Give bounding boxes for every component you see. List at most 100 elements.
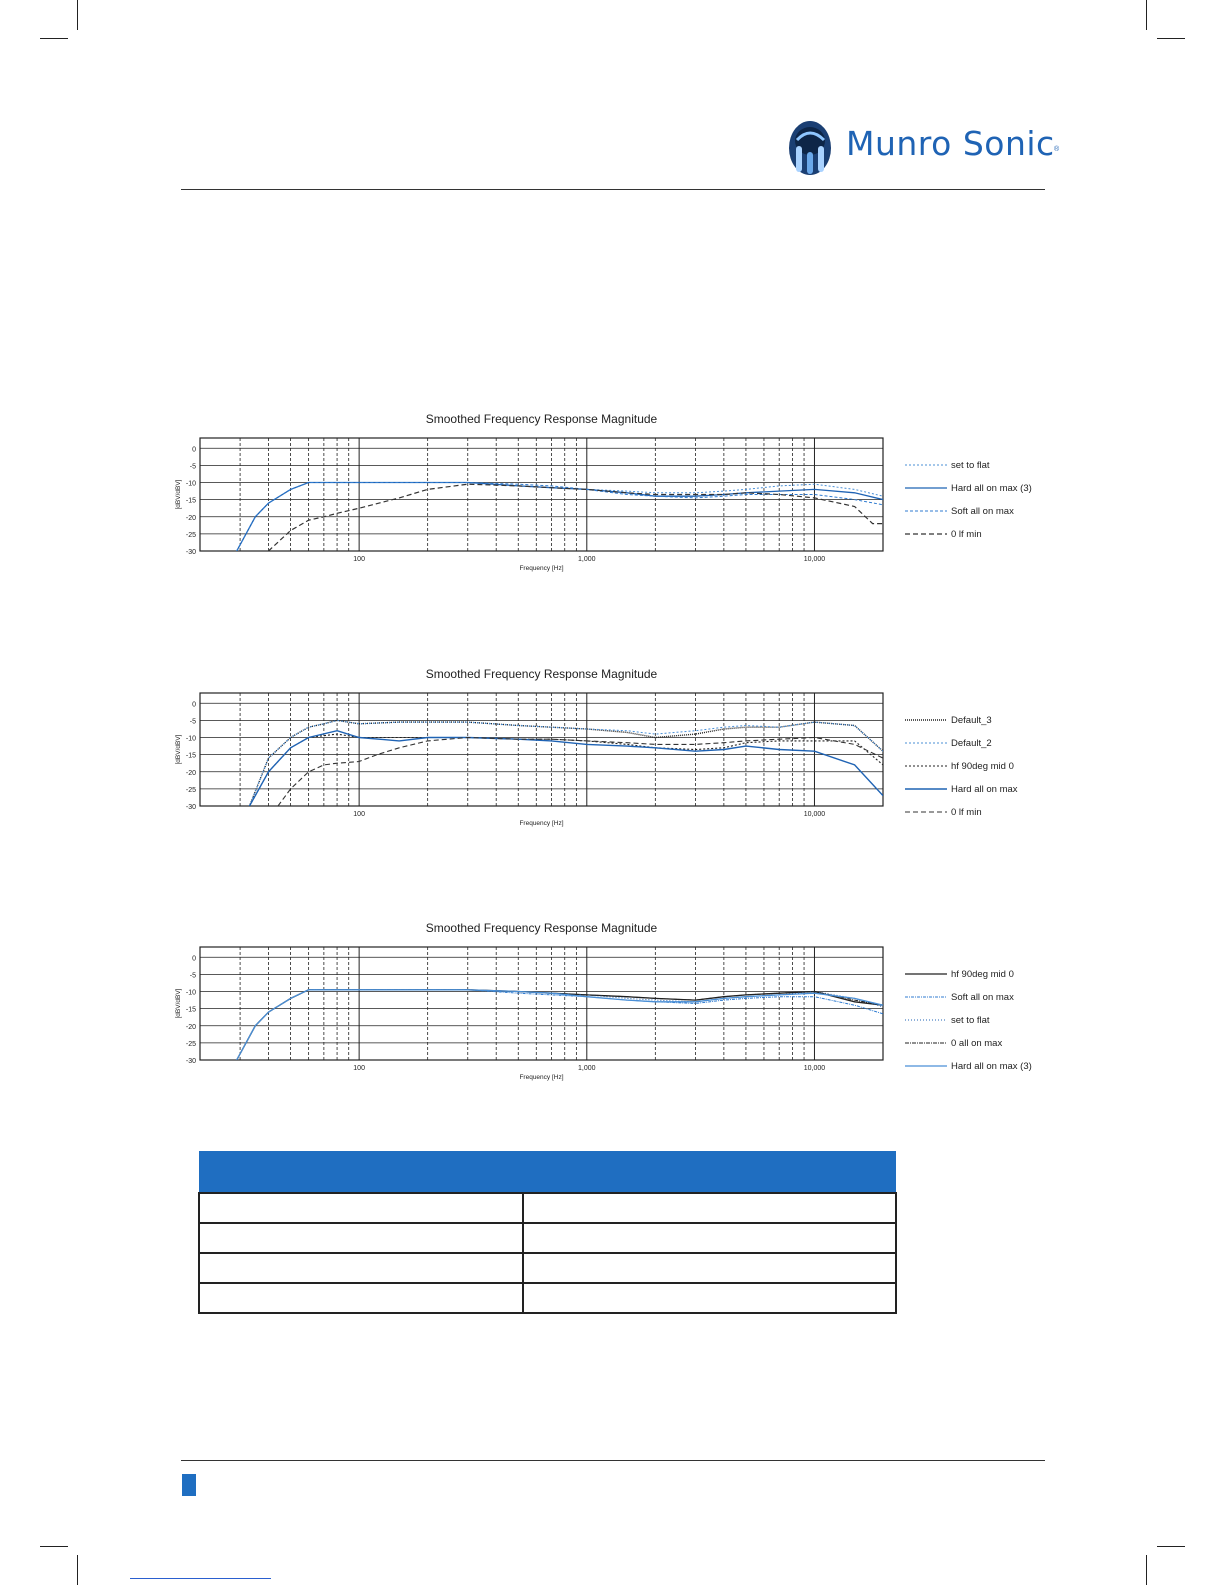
y-tick-label: -20 (186, 1024, 196, 1031)
table-cell (197, 1222, 525, 1254)
chart-title: Smoothed Frequency Response Magnitude (426, 921, 658, 935)
table-row (197, 1192, 897, 1224)
plot-frame (199, 437, 884, 552)
y-tick-label: -5 (190, 718, 196, 725)
legend-label: set to flat (951, 1015, 990, 1026)
series-line (268, 483, 883, 551)
x-tick-label: 1,000 (578, 556, 596, 563)
y-tick-label: -30 (186, 804, 196, 811)
legend-label: 0 lf min (951, 529, 982, 540)
table-cell (197, 1192, 525, 1224)
legend-label: 0 all on max (951, 1038, 1002, 1049)
y-tick-label: -10 (186, 990, 196, 997)
y-tick-label: -25 (186, 1041, 196, 1048)
series-line (249, 733, 883, 806)
brand-name: Munro Sonic (846, 124, 1055, 163)
table-row (197, 1282, 897, 1314)
y-tick-label: -20 (186, 515, 196, 522)
x-tick-label: 100 (353, 811, 365, 818)
page-marker (182, 1474, 196, 1496)
series-line (236, 989, 883, 1060)
y-tick-label: -15 (186, 753, 196, 760)
y-tick-label: -30 (186, 549, 196, 556)
legend-label: Default_2 (951, 738, 992, 749)
footer-rule (181, 1460, 1045, 1461)
frequency-chart-1: Smoothed Frequency Response Magnitude 0 -5… (170, 412, 1050, 613)
series-line (277, 736, 883, 806)
y-tick-label: -15 (186, 1007, 196, 1014)
legend-label: Hard all on max (3) (951, 483, 1032, 494)
frequency-chart-1-svg: Smoothed Frequency Response Magnitude 0 -5… (175, 412, 1032, 572)
frequency-chart-3: Smoothed Frequency Response Magnitude 0 -5… (170, 921, 1050, 1122)
y-tick-label: -5 (190, 463, 196, 470)
x-tick-label: 10,000 (804, 1065, 826, 1072)
plot-frame (199, 946, 884, 1061)
y-axis-label: [dBV/dBV] (175, 734, 182, 764)
spec-table-header (199, 1151, 896, 1193)
y-tick-label: -10 (186, 736, 196, 743)
y-tick-label: -15 (186, 498, 196, 505)
frequency-chart-2-svg: Smoothed Frequency Response Magnitude 0 -5… (175, 667, 1018, 827)
table-cell (522, 1252, 897, 1284)
table-cell (522, 1282, 897, 1314)
y-axis-label: [dBV/dBV] (175, 988, 182, 1018)
y-tick-label: -5 (190, 972, 196, 979)
x-tick-label: 1,000 (578, 1065, 596, 1072)
legend-label: hf 90deg mid 0 (951, 761, 1014, 772)
crop-mark (1146, 0, 1147, 30)
x-tick-label: 10,000 (804, 811, 826, 818)
series-line (236, 482, 883, 551)
legend-label: Soft all on max (951, 992, 1014, 1003)
spec-table-header-cell (199, 1151, 896, 1193)
crop-mark (77, 0, 78, 30)
x-tick-label: 10,000 (804, 556, 826, 563)
x-tick-label: 100 (353, 556, 365, 563)
table-cell (522, 1222, 897, 1254)
table-cell (197, 1252, 525, 1284)
y-tick-label: 0 (192, 446, 196, 453)
y-tick-label: 0 (192, 701, 196, 708)
frequency-chart-2: Smoothed Frequency Response Magnitude 0 -5… (170, 667, 1050, 868)
table-cell (197, 1282, 525, 1314)
series-line (248, 719, 883, 806)
x-tick-label: 100 (353, 1065, 365, 1072)
crop-mark (40, 1546, 68, 1547)
series-line (236, 989, 883, 1060)
y-tick-label: -30 (186, 1058, 196, 1065)
x-axis-label: Frequency [Hz] (519, 820, 563, 827)
crop-mark (77, 1555, 78, 1585)
y-tick-label: 0 (192, 955, 196, 962)
y-tick-label: -25 (186, 787, 196, 794)
series-line (236, 989, 883, 1060)
legend-label: Soft all on max (951, 506, 1014, 517)
frequency-chart-3-svg: Smoothed Frequency Response Magnitude 0 -5… (175, 921, 1032, 1081)
crop-mark (40, 38, 68, 39)
plot-frame (199, 692, 884, 807)
legend-label: Hard all on max (951, 784, 1018, 795)
brand-emblem-icon (789, 121, 831, 175)
x-axis-label: Frequency [Hz] (519, 565, 563, 572)
header-rule (181, 189, 1045, 190)
y-tick-label: -20 (186, 770, 196, 777)
legend-label: Hard all on max (3) (951, 1061, 1032, 1072)
registered-mark: ® (1054, 146, 1060, 153)
y-axis-label: [dBV/dBV] (175, 479, 182, 509)
series-line (236, 989, 883, 1060)
series-line (236, 989, 883, 1060)
legend-label: 0 lf min (951, 807, 982, 818)
crop-mark (1157, 1546, 1185, 1547)
table-row (197, 1252, 897, 1284)
crop-mark (1157, 38, 1185, 39)
crop-mark (1146, 1555, 1147, 1585)
brand-logo: Munro Sonic ® (788, 118, 1060, 178)
x-axis-label: Frequency [Hz] (519, 1074, 563, 1081)
bottom-link-underline[interactable] (130, 1578, 271, 1579)
spec-table (197, 1151, 897, 1314)
legend-label: hf 90deg mid 0 (951, 969, 1014, 980)
y-tick-label: -10 (186, 481, 196, 488)
chart-title: Smoothed Frequency Response Magnitude (426, 667, 658, 681)
legend-label: Default_3 (951, 715, 992, 726)
y-tick-label: -25 (186, 532, 196, 539)
table-cell (522, 1192, 897, 1224)
chart-title: Smoothed Frequency Response Magnitude (426, 412, 658, 426)
